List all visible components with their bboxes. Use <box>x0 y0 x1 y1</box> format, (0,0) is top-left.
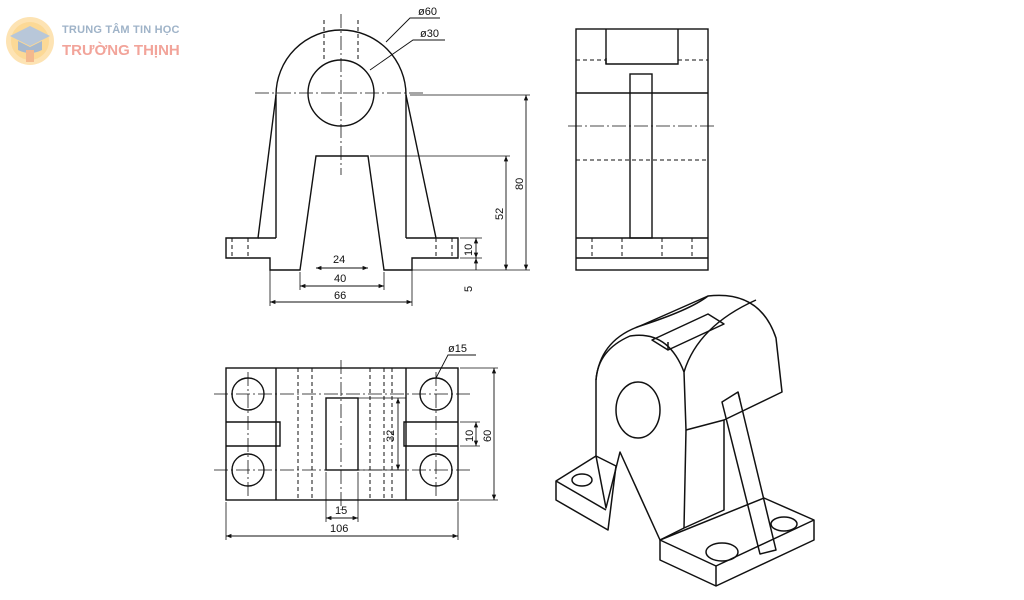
dim-h5: 5 <box>463 286 475 292</box>
dim-d30: ø30 <box>420 28 439 40</box>
isometric-view <box>555 294 815 587</box>
dim-h80: 80 <box>514 178 526 190</box>
top-view-outline <box>225 367 459 501</box>
dim-w106: 106 <box>330 523 348 535</box>
iso-hole <box>615 381 661 439</box>
dim-w15: 15 <box>335 505 347 517</box>
dim-h60: 60 <box>482 430 494 442</box>
dim-w40: 40 <box>334 273 346 285</box>
dim-w24: 24 <box>333 254 345 266</box>
front-view-outline <box>225 29 459 271</box>
dim-h32: 32 <box>385 430 397 442</box>
watermark-logo: TRUNG TÂM TIN HỌC TRƯỜNG THỊNH <box>4 12 204 70</box>
side-view-outline <box>575 28 709 271</box>
dim-w66: 66 <box>334 290 346 302</box>
logo-icon <box>6 17 54 65</box>
watermark-line1: TRUNG TÂM TIN HỌC <box>62 24 180 36</box>
dim-h10: 10 <box>463 244 475 256</box>
dim-d60: ø60 <box>418 6 437 18</box>
dim-d15: ø15 <box>448 343 467 355</box>
front-view <box>225 14 530 306</box>
dim-h10-top: 10 <box>464 430 476 442</box>
dim-h52: 52 <box>494 208 506 220</box>
watermark-line2: TRƯỜNG THỊNH <box>62 42 180 59</box>
top-view <box>214 354 498 540</box>
side-view <box>568 28 716 271</box>
